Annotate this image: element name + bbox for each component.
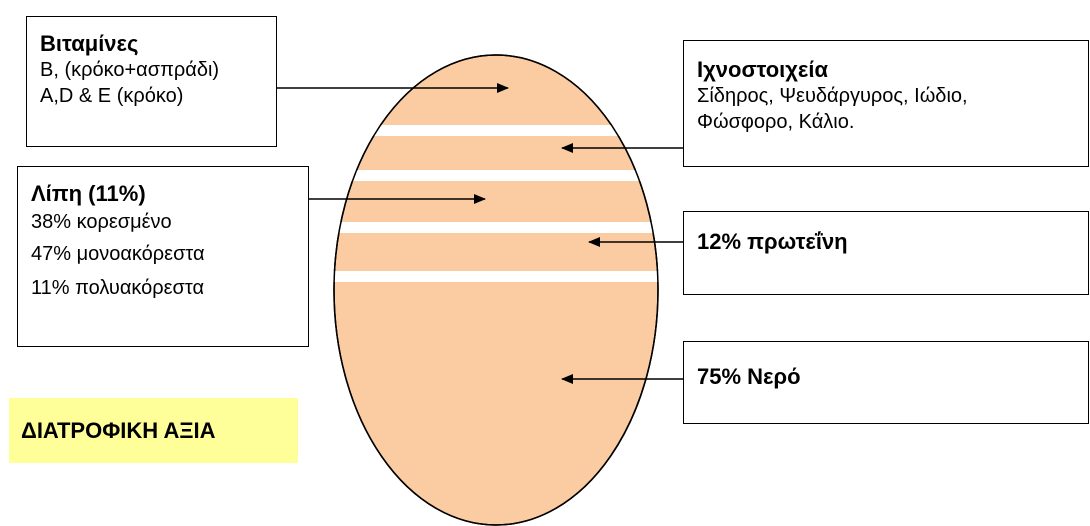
fat-line: 47% μονοακόρεστα (31, 243, 205, 265)
water-box: 75% Νερό (683, 341, 1089, 424)
egg-band-separator (330, 222, 660, 233)
fat-box: Λίπη (11%) 38% κορεσμένο 47% μονοακόρεστ… (17, 166, 309, 347)
nutrition-value-label: ΔΙΑΤΡΟΦΙΚΗ ΑΞΙΑ (9, 398, 298, 463)
vitamins-box: Βιταμίνες B, (κρόκο+ασπράδι) A,D & E (κρ… (26, 16, 277, 147)
fat-title: Λίπη (11%) (31, 181, 146, 206)
vitamins-line: B, (κρόκο+ασπράδι) (40, 59, 220, 81)
egg-outline (333, 54, 659, 526)
trace-elements-title: Ιχνοστοιχεία (697, 57, 829, 82)
vitamins-title: Βιταμίνες (40, 31, 139, 56)
protein-title: 12% πρωτεΐνη (697, 229, 848, 254)
water-title: 75% Νερό (697, 364, 801, 389)
trace-elements-box: Ιχνοστοιχεία Σίδηρος, Ψευδάργυρος, Ιώδιο… (683, 40, 1089, 167)
vitamins-line: A,D & E (κρόκο) (40, 85, 184, 107)
fat-line: 11% πολυακόρεστα (31, 277, 205, 299)
egg-band-separator (330, 125, 660, 136)
egg-band-separator (330, 170, 660, 181)
nutrition-value-text: ΔΙΑΤΡΟΦΙΚΗ ΑΞΙΑ (21, 417, 216, 443)
egg-band-separator (330, 271, 660, 282)
fat-line: 38% κορεσμένο (31, 211, 172, 233)
protein-box: 12% πρωτεΐνη (683, 211, 1089, 295)
trace-elements-line: Φώσφορο, Κάλιο. (697, 111, 855, 133)
trace-elements-line: Σίδηρος, Ψευδάργυρος, Ιώδιο, (697, 85, 968, 107)
